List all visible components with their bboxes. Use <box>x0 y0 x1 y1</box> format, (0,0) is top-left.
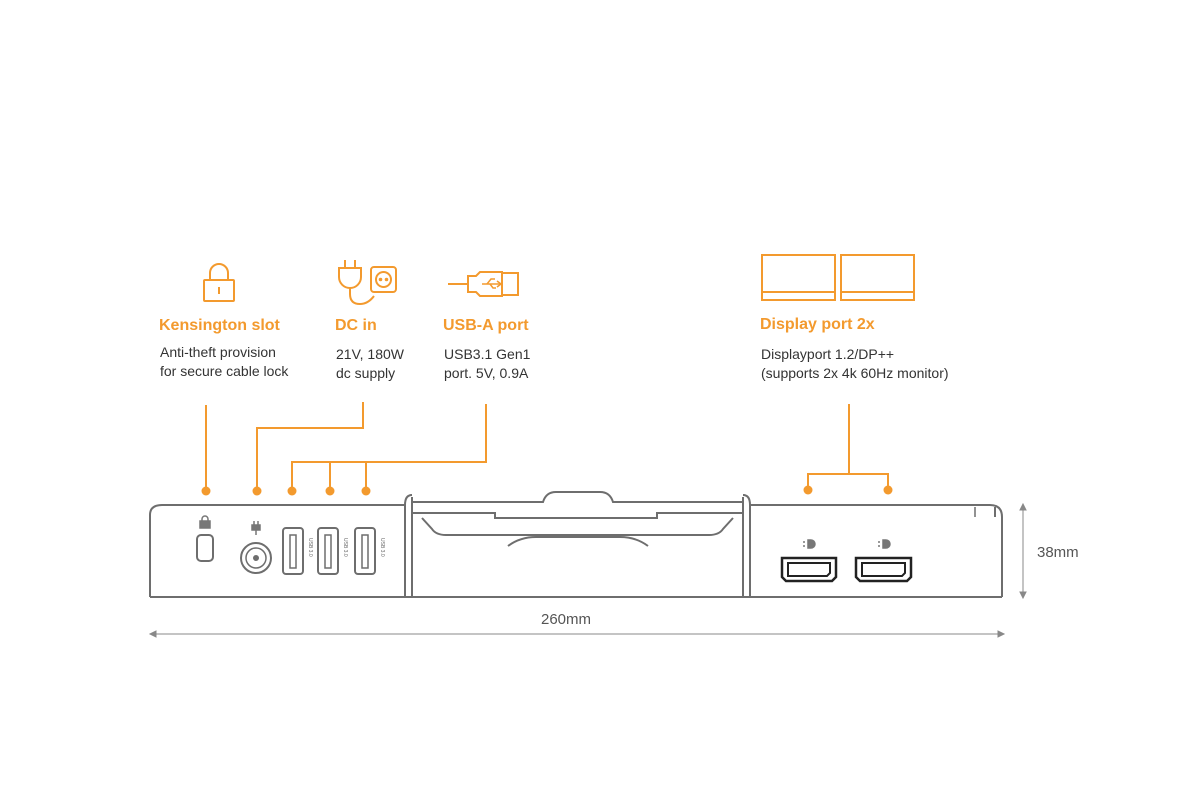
usb-port-label: USB 3.0 <box>342 538 348 557</box>
usb-a-port-2: USB 3.0 <box>317 527 348 575</box>
usb-a-port-3: USB 3.0 <box>354 527 385 575</box>
displayport-symbol-icon <box>878 539 891 549</box>
displayport-port-1 <box>780 539 838 583</box>
dual-monitor-icon <box>761 254 915 301</box>
kensington-slot <box>196 515 214 562</box>
height-dimension-arrow <box>1019 502 1027 600</box>
dock-body <box>149 491 1003 598</box>
displayport-description: Displayport 1.2/DP++ (supports 2x 4k 60H… <box>761 346 949 381</box>
plug-symbol-icon <box>251 521 261 535</box>
usb-port-label: USB 3.0 <box>379 538 385 557</box>
kensington-description: Anti-theft provision for secure cable lo… <box>160 344 289 379</box>
usb-cable-icon <box>448 271 519 297</box>
width-dimension-arrow <box>148 630 1006 638</box>
leader-lines <box>205 402 889 490</box>
dc-in-title: DC in <box>335 317 377 334</box>
width-dimension-label: 260mm <box>541 611 592 628</box>
usb-a-port-1: USB 3.0 <box>282 527 313 575</box>
height-dimension-label: 38mm <box>1037 544 1079 561</box>
usb-a-description: USB3.1 Gen1 port. 5V, 0.9A <box>444 346 531 381</box>
power-plug-socket-icon <box>338 260 397 306</box>
displayport-symbol-icon <box>803 539 816 549</box>
usb-a-title: USB-A port <box>443 317 529 334</box>
dc-in-description: 21V, 180W dc supply <box>336 346 404 381</box>
displayport-title: Display port 2x <box>760 316 875 333</box>
kensington-title: Kensington slot <box>159 317 280 334</box>
dc-in-jack <box>240 521 272 574</box>
displayport-port-2 <box>854 539 913 583</box>
leader-dots <box>201 485 893 496</box>
padlock-icon <box>203 263 235 302</box>
lock-symbol-icon <box>199 515 211 529</box>
usb-port-label: USB 3.0 <box>307 538 313 557</box>
